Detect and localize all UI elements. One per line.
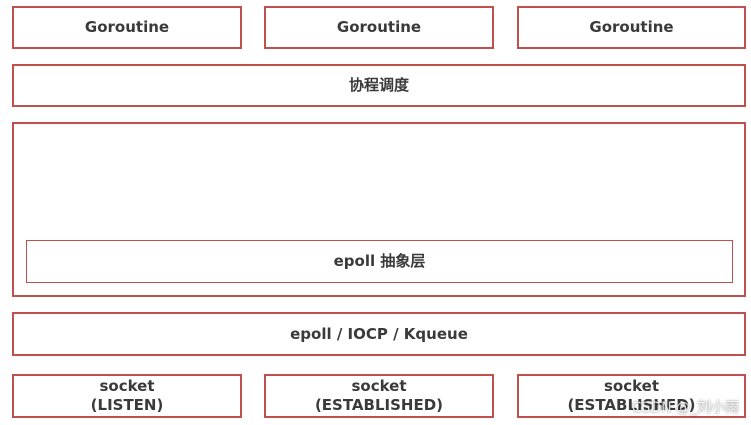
epoll-abstraction-label: epoll 抽象层	[333, 252, 426, 271]
goroutine-box-2: Goroutine	[264, 6, 494, 49]
io-mechanisms-label: epoll / IOCP / Kqueue	[290, 324, 468, 343]
goroutine-box-1: Goroutine	[12, 6, 242, 49]
watermark: CSDN @_刘小雨	[631, 400, 739, 416]
goroutine-label: Goroutine	[84, 18, 170, 37]
socket-box-established-2: socket (ESTABLISHED)	[517, 374, 746, 418]
goroutine-label: Goroutine	[589, 18, 674, 37]
socket-box-established-1: socket (ESTABLISHED)	[264, 374, 494, 418]
socket-state: (ESTABLISHED)	[314, 396, 444, 414]
scheduler-box: 协程调度	[12, 64, 746, 107]
goroutine-label: Goroutine	[336, 18, 422, 37]
socket-label: socket	[351, 377, 407, 396]
goroutine-box-3: Goroutine	[517, 6, 746, 49]
socket-box-listen: socket (LISTEN)	[12, 374, 242, 418]
io-mechanisms-box: epoll / IOCP / Kqueue	[12, 312, 746, 356]
epoll-abstraction-box: epoll 抽象层	[26, 240, 733, 283]
scheduler-label: 协程调度	[348, 76, 409, 95]
socket-label: socket	[603, 377, 660, 396]
socket-state: (LISTEN)	[90, 396, 164, 414]
socket-state: (ESTABLISHED)	[567, 396, 696, 414]
socket-label: socket	[99, 377, 155, 396]
